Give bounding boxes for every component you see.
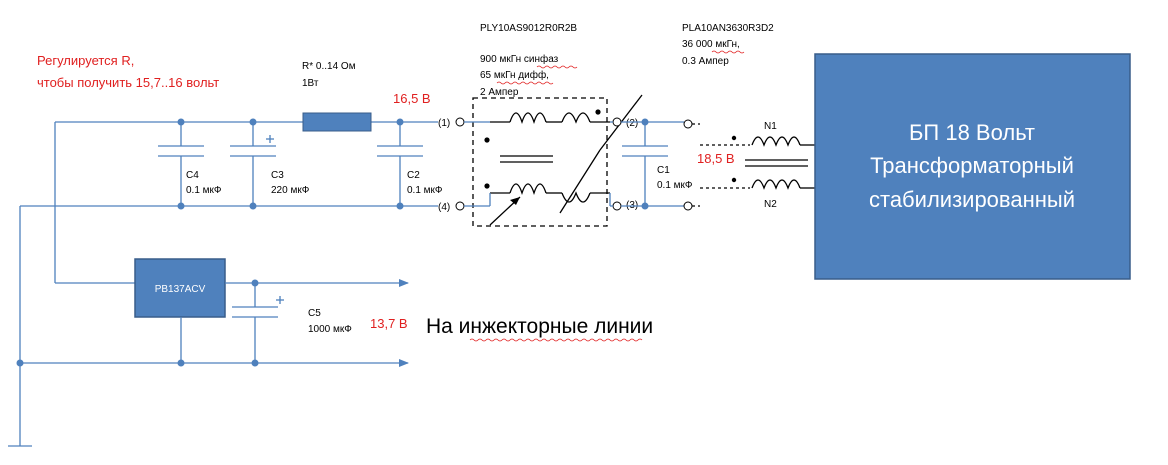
filter1-spec-line1: 900 мкГн синфаз — [480, 53, 559, 65]
psu-title-line2: Трансформаторный — [870, 153, 1074, 178]
capacitor-c2 — [377, 122, 423, 206]
regulator-pb137acv — [134, 258, 226, 318]
filter2-spec-line2: 0.3 Ампер — [682, 56, 729, 67]
c3-value: 220 мкФ — [271, 185, 310, 196]
pin-1-label: (1) — [438, 118, 450, 129]
c1-rails — [621, 121, 684, 207]
power-supply-block — [814, 53, 1131, 280]
ground-symbol — [8, 440, 32, 447]
capacitor-c4 — [158, 122, 204, 206]
bottom-rail — [19, 205, 438, 440]
psu-title-line1: БП 18 Вольт — [909, 120, 1035, 145]
resistor-label-line1: R* 0..14 Ом — [302, 61, 356, 72]
c5-name: C5 — [308, 308, 321, 319]
filter1-part-number: PLY10AS9012R0R2B — [480, 23, 577, 34]
pin-2-label: (2) — [626, 118, 638, 129]
voltage-label-16-5: 16,5 В — [393, 91, 431, 106]
resistor-label-line2: 1Вт — [302, 78, 319, 89]
c2-name: C2 — [407, 170, 420, 181]
pin-4-label: (4) — [438, 202, 450, 213]
common-mode-choke-pla — [683, 119, 815, 211]
winding-n2-label: N2 — [764, 199, 777, 210]
filter1-spec-line2: 65 мкГн дифф, — [480, 69, 549, 81]
psu-title-line3: стабилизированный — [869, 187, 1075, 212]
c3-name: C3 — [271, 170, 284, 181]
capacitor-c5 — [232, 283, 284, 363]
winding-n1-label: N1 — [764, 121, 777, 132]
adjust-note-line2: чтобы получить 15,7..16 вольт — [37, 75, 219, 90]
c1-name: C1 — [657, 165, 670, 176]
filter1-spec-line3: 2 Ампер — [480, 87, 519, 98]
voltage-label-13-7: 13,7 В — [370, 316, 408, 331]
filter1-pins — [455, 117, 622, 211]
common-mode-filter-ply — [472, 94, 643, 227]
c4-value: 0.1 мкФ — [186, 185, 222, 196]
capacitor-c3 — [230, 122, 276, 206]
regulator-label: PB137ACV — [155, 284, 206, 295]
filter2-spec-line1: 36 000 мкГн, — [682, 39, 740, 50]
c2-value: 0.1 мкФ — [407, 185, 443, 196]
adjust-note-line1: Регулируется R, — [37, 53, 134, 68]
resistor-r — [302, 112, 372, 132]
c5-value: 1000 мкФ — [308, 324, 352, 335]
capacitor-c1 — [622, 122, 668, 206]
c4-name: C4 — [186, 170, 199, 181]
c1-value: 0.1 мкФ — [657, 180, 693, 191]
voltage-label-18-5: 18,5 В — [697, 151, 735, 166]
junction-dots — [16, 118, 649, 367]
filter2-part-number: PLA10AN3630R3D2 — [682, 23, 774, 34]
output-label: На инжекторные линии — [426, 315, 653, 338]
